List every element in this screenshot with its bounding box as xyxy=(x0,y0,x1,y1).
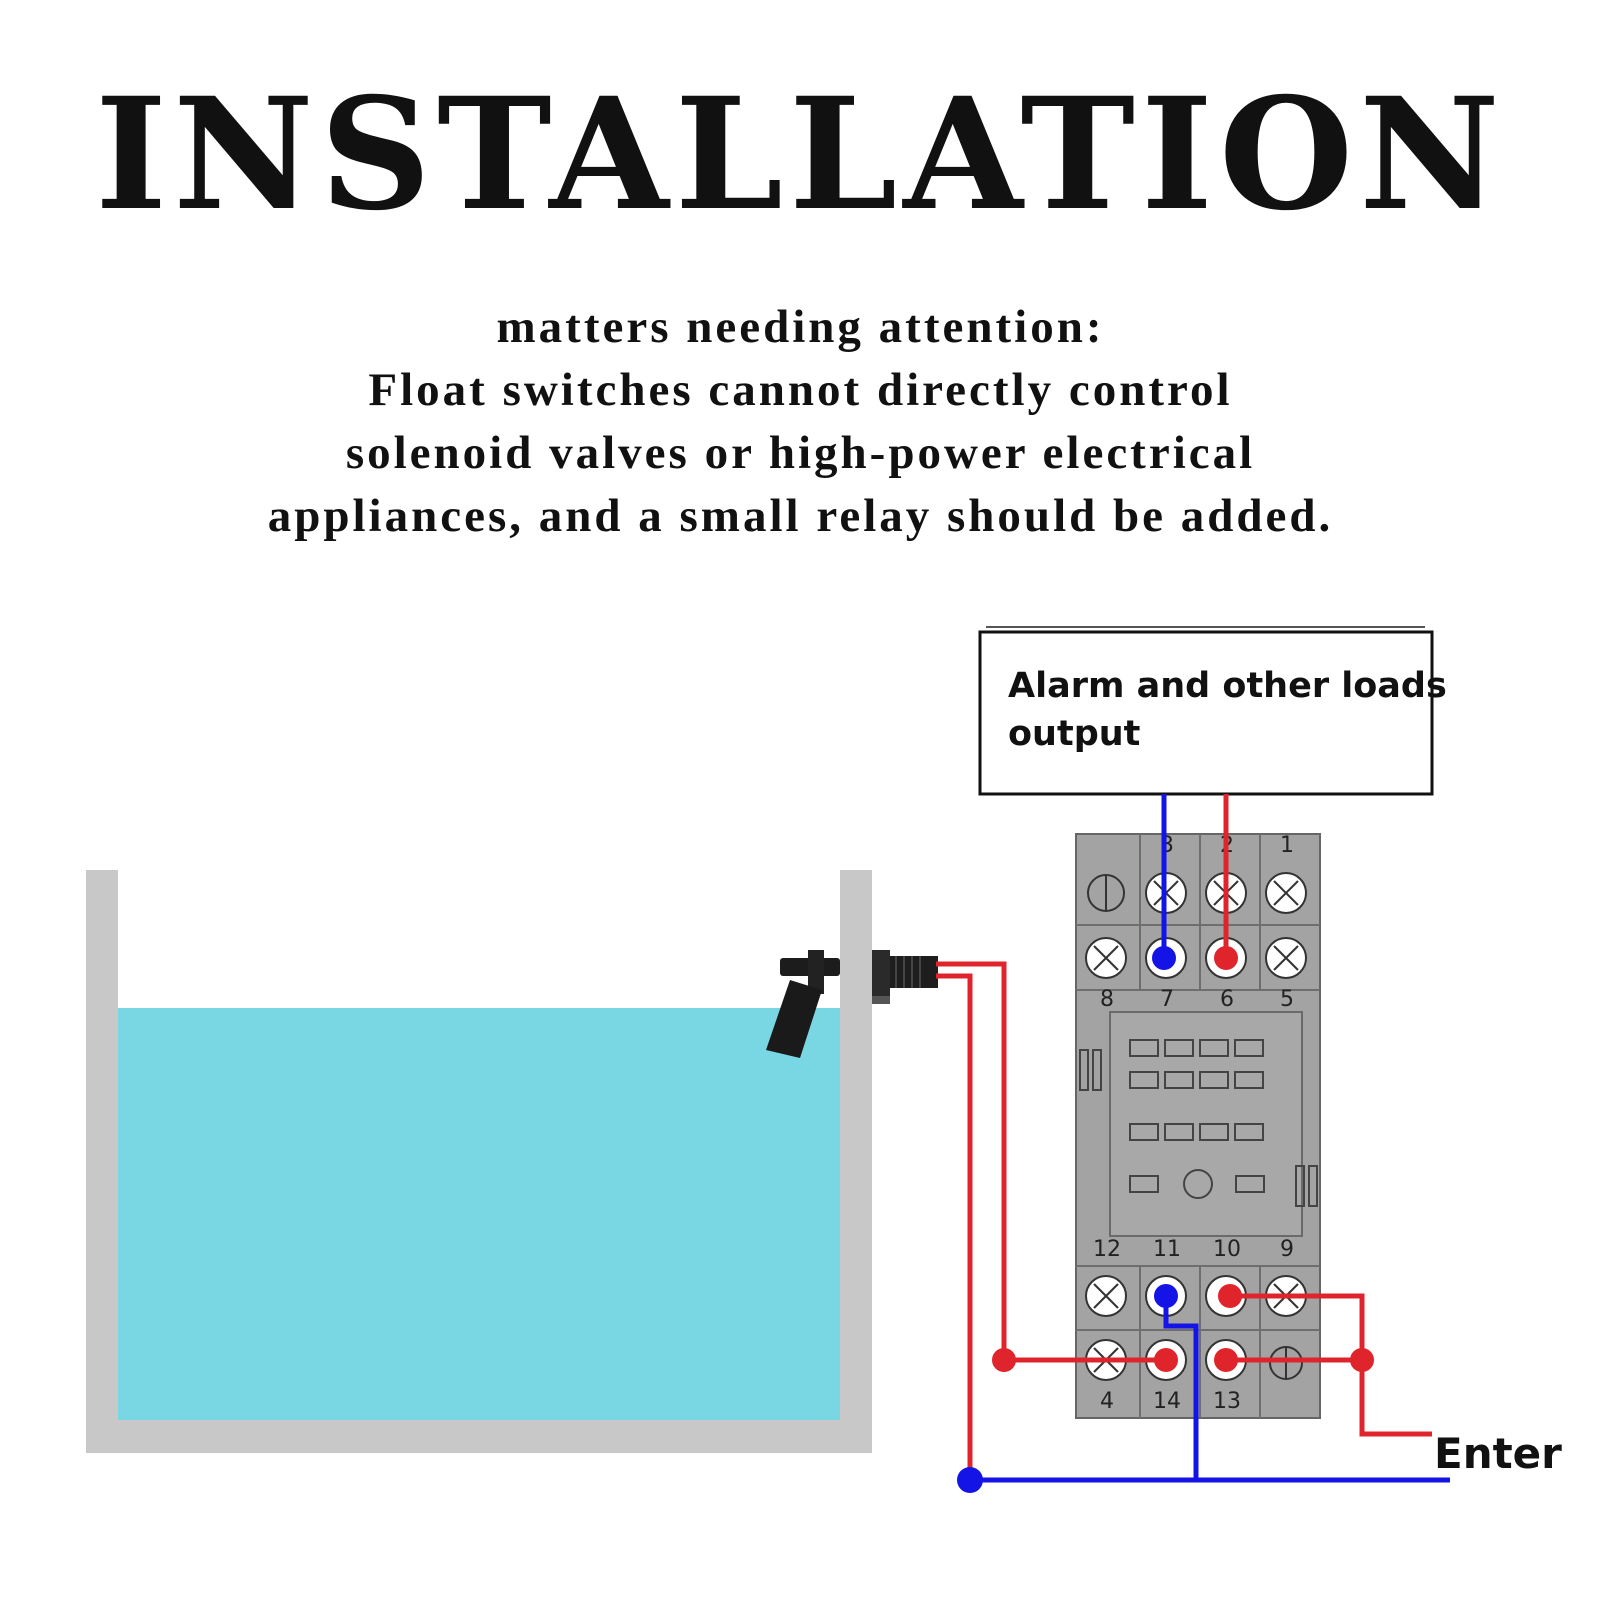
load-output-box: Alarm and other loads output xyxy=(978,626,1447,796)
enter-label: Enter xyxy=(1434,1429,1562,1478)
tank-bottom xyxy=(86,1420,872,1453)
water-tank xyxy=(86,870,872,1453)
pin-14: 14 xyxy=(1153,1389,1181,1414)
pin-8: 8 xyxy=(1100,987,1114,1012)
tank-left-wall xyxy=(86,870,118,1453)
pin-1: 1 xyxy=(1280,833,1294,858)
pin-4: 4 xyxy=(1100,1389,1114,1414)
pin-5: 5 xyxy=(1280,987,1294,1012)
page-title: INSTALLATION xyxy=(95,64,1506,245)
tank-right-wall xyxy=(840,870,872,1453)
pin-12: 12 xyxy=(1093,1237,1121,1262)
pin-10: 10 xyxy=(1213,1237,1241,1262)
notes-heading: matters needing attention: xyxy=(496,301,1105,353)
pin-11: 11 xyxy=(1153,1237,1181,1262)
pin-13: 13 xyxy=(1213,1389,1241,1414)
load-box-line-2: output xyxy=(1008,714,1140,754)
pin-7: 7 xyxy=(1160,987,1174,1012)
relay-socket: 3 2 1 8 7 6 5 12 11 10 9 4 14 13 xyxy=(1075,833,1321,1419)
tank-water xyxy=(116,1008,841,1420)
notes-line-1: Float switches cannot directly control xyxy=(368,364,1233,416)
pin-9: 9 xyxy=(1280,1237,1294,1262)
notes-line-3: appliances, and a small relay should be … xyxy=(267,490,1334,542)
attention-notes: matters needing attention: Float switche… xyxy=(0,296,1601,548)
notes-line-2: solenoid valves or high-power electrical xyxy=(345,427,1256,479)
load-box-line-1: Alarm and other loads xyxy=(1008,666,1447,706)
blue-wires xyxy=(970,794,1450,1483)
float-switch xyxy=(766,950,938,1058)
pin-6: 6 xyxy=(1220,987,1234,1012)
